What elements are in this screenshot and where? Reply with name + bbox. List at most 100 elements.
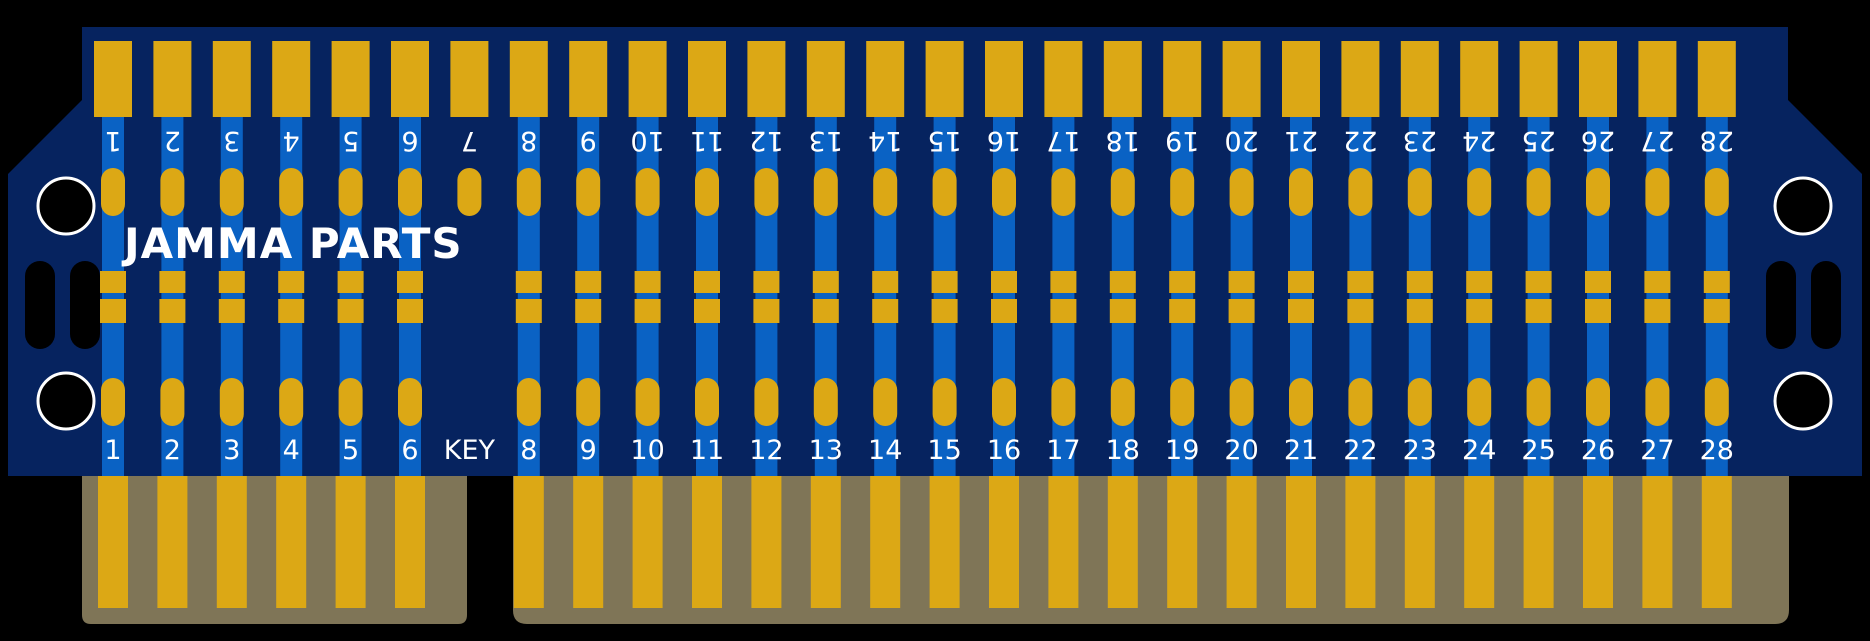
lower-via-24 (1467, 378, 1492, 426)
jumper-pad-top-27 (1644, 271, 1671, 293)
lower-via-18 (1110, 378, 1135, 426)
top-pad-17 (1044, 41, 1083, 117)
bottom-pin-label: 11 (690, 435, 724, 466)
jumper-pad-top-19 (1169, 271, 1196, 293)
jumper-pad-top-12 (753, 271, 780, 293)
top-pin-label: 26 (1581, 125, 1615, 156)
top-pin-label: 4 (283, 125, 300, 156)
jumper-pad-top-24 (1466, 271, 1493, 293)
lower-via-13 (813, 378, 838, 426)
edge-finger-3 (216, 476, 247, 608)
bottom-pin-label: 20 (1224, 435, 1258, 466)
top-pin-label: 11 (690, 125, 724, 156)
top-pad-15 (925, 41, 964, 117)
upper-via-7 (457, 168, 482, 216)
mounting-hole-4 (1773, 371, 1833, 431)
top-pin-label: 19 (1165, 125, 1199, 156)
upper-via-16 (992, 168, 1016, 216)
lower-via-12 (754, 378, 779, 426)
upper-via-21 (1289, 168, 1313, 216)
lower-via-5 (338, 378, 363, 426)
jumper-pad-top-2 (159, 271, 186, 293)
jumper-pad-bottom-10 (634, 299, 661, 323)
edge-finger-16 (989, 476, 1019, 608)
lower-via-17 (1051, 378, 1076, 426)
lower-via-6 (398, 378, 422, 426)
edge-finger-20 (1226, 476, 1257, 608)
jumper-pad-bottom-15 (931, 299, 958, 323)
bottom-pin-label: 17 (1046, 435, 1080, 466)
jumper-pad-top-1 (100, 271, 126, 293)
jumper-pad-top-5 (337, 271, 364, 293)
lower-via-8 (516, 378, 541, 426)
upper-via-23 (1407, 168, 1432, 216)
bottom-pin-label: 21 (1284, 435, 1318, 466)
lower-via-11 (695, 378, 719, 426)
top-pad-10 (628, 41, 667, 117)
upper-via-9 (576, 168, 601, 216)
bottom-pin-label: 5 (342, 435, 359, 466)
top-pad-11 (688, 41, 726, 117)
lower-via-2 (160, 378, 185, 426)
jumper-pad-top-10 (634, 271, 661, 293)
top-pad-16 (985, 41, 1023, 117)
lower-via-3 (219, 378, 244, 426)
edge-finger-18 (1107, 476, 1138, 608)
jumper-pad-top-17 (1050, 271, 1077, 293)
jumper-pad-top-11 (694, 271, 720, 293)
top-pad-3 (212, 41, 251, 117)
top-pad-12 (747, 41, 786, 117)
edge-finger-22 (1345, 476, 1376, 608)
jumper-pad-top-18 (1109, 271, 1136, 293)
edge-finger-13 (810, 476, 841, 608)
jumper-pad-bottom-27 (1644, 299, 1671, 323)
lower-via-14 (873, 378, 898, 426)
jumper-pad-bottom-8 (515, 299, 542, 323)
edge-finger-8 (513, 476, 544, 608)
edge-finger-11 (692, 476, 722, 608)
mounting-hole-2 (36, 371, 96, 431)
top-pin-label: 24 (1462, 125, 1496, 156)
edge-finger-21 (1286, 476, 1316, 608)
jumper-pad-bottom-14 (872, 299, 899, 323)
edge-finger-19 (1167, 476, 1198, 608)
edge-finger-26 (1583, 476, 1613, 608)
jumper-pad-top-9 (575, 271, 602, 293)
top-pad-2 (153, 41, 192, 117)
jumper-pad-bottom-21 (1288, 299, 1314, 323)
jumper-pad-top-21 (1288, 271, 1314, 293)
jumper-pad-bottom-6 (397, 299, 423, 323)
mounting-slot-1 (25, 261, 55, 349)
bottom-pin-label: 1 (104, 435, 121, 466)
mounting-hole-1 (36, 176, 96, 236)
jumper-pad-top-14 (872, 271, 899, 293)
jumper-pad-bottom-17 (1050, 299, 1077, 323)
upper-via-24 (1467, 168, 1492, 216)
upper-via-1 (101, 168, 125, 216)
top-pad-9 (569, 41, 608, 117)
top-pad-1 (94, 41, 132, 117)
lower-via-27 (1645, 378, 1670, 426)
edge-finger-10 (632, 476, 663, 608)
jumper-pad-top-16 (991, 271, 1017, 293)
lower-via-21 (1289, 378, 1313, 426)
bottom-pin-label: 12 (749, 435, 783, 466)
lower-via-20 (1229, 378, 1254, 426)
jumper-pad-bottom-23 (1406, 299, 1433, 323)
lower-via-28 (1704, 378, 1729, 426)
top-pad-26 (1579, 41, 1617, 117)
jumper-pad-bottom-16 (991, 299, 1017, 323)
top-pin-label: 9 (580, 125, 597, 156)
edge-finger-27 (1642, 476, 1673, 608)
top-pad-8 (509, 41, 548, 117)
upper-via-4 (279, 168, 304, 216)
top-pad-4 (272, 41, 311, 117)
upper-via-18 (1110, 168, 1135, 216)
top-pad-27 (1638, 41, 1677, 117)
bottom-pin-label: 24 (1462, 435, 1496, 466)
top-pin-label: 27 (1640, 125, 1674, 156)
top-pin-label: 5 (342, 125, 359, 156)
upper-via-11 (695, 168, 719, 216)
upper-via-14 (873, 168, 898, 216)
